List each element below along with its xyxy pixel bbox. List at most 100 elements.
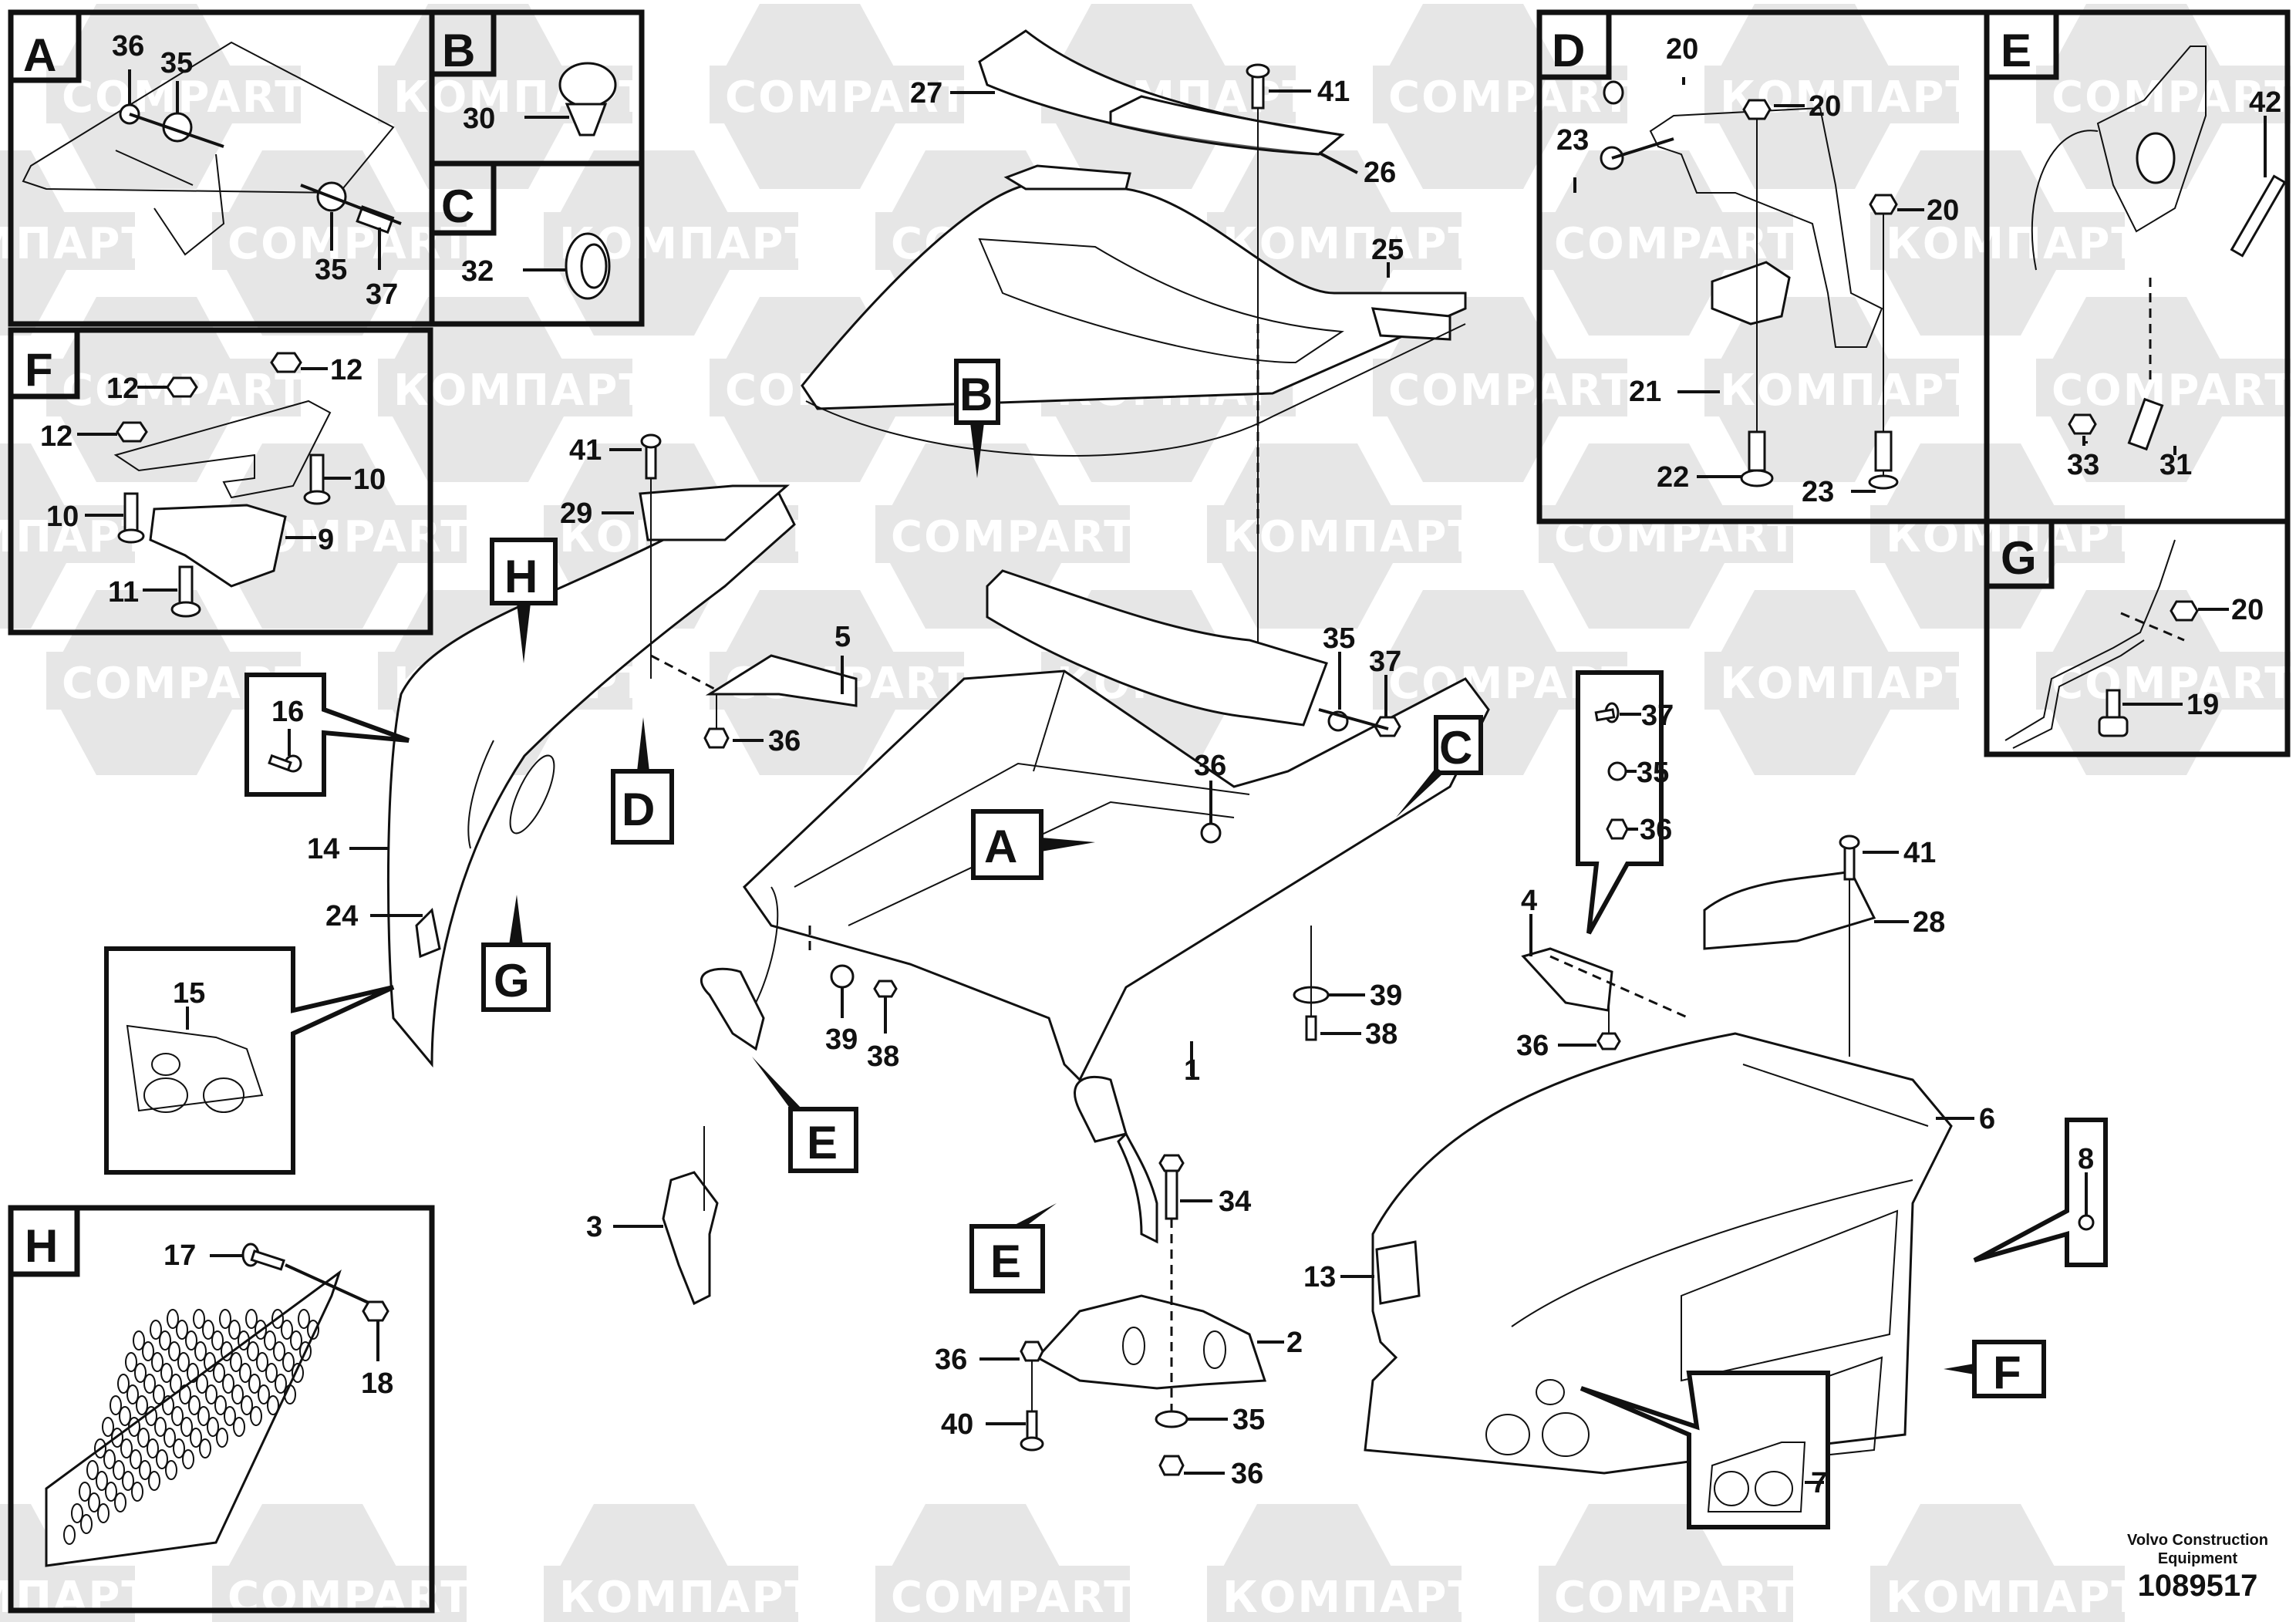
- callout-20: 20: [1809, 90, 1841, 123]
- callout-20: 20: [1927, 194, 1959, 227]
- mesh-cell: [128, 1417, 140, 1437]
- hinge-bushing-icon: [2136, 132, 2176, 184]
- mesh-cell: [255, 1320, 267, 1340]
- mesh-cell: [105, 1482, 117, 1502]
- detail-letter-d: D: [1552, 25, 1585, 76]
- callout-12: 12: [40, 420, 72, 453]
- watermark-band: [378, 359, 632, 416]
- mesh-cell: [122, 1471, 134, 1491]
- mesh-cell: [63, 1525, 76, 1545]
- mesh-cell: [205, 1384, 217, 1404]
- bolt-icon: [645, 442, 657, 480]
- mesh-cell: [197, 1406, 210, 1426]
- bracket-arm: [2004, 539, 2176, 741]
- mesh-cell: [207, 1417, 219, 1437]
- watermark-band: [875, 505, 1130, 563]
- mesh-cell: [111, 1428, 123, 1448]
- mesh-cell: [248, 1374, 261, 1394]
- mesh-cell: [292, 1363, 304, 1383]
- nut-icon: [1869, 194, 1898, 215]
- nut-icon: [703, 727, 730, 749]
- watermark-text: COMPART: [228, 219, 471, 269]
- mesh-cell: [199, 1438, 211, 1458]
- nut-icon: [1200, 822, 1222, 844]
- headlight-housing-icon: [1707, 1442, 1806, 1512]
- bolt-icon: [1165, 1163, 1178, 1220]
- mesh-cell: [190, 1428, 202, 1448]
- bracket-plate: [113, 400, 332, 499]
- washer-icon: [1603, 80, 1624, 105]
- mesh-cell: [159, 1330, 171, 1351]
- mesh-cell: [256, 1352, 268, 1372]
- callout-27: 27: [910, 77, 942, 110]
- mesh-cell: [113, 1460, 125, 1480]
- watermark-band: [1539, 212, 1793, 270]
- callout-22: 22: [1657, 461, 1689, 494]
- watermark-text: КОМПАРТ: [1222, 219, 1479, 269]
- mesh-cell: [307, 1320, 319, 1340]
- mount-bracket-icon: [1711, 261, 1791, 325]
- mesh-cell: [216, 1428, 228, 1448]
- mesh-cell: [213, 1363, 225, 1383]
- callout-16: 16: [271, 696, 304, 728]
- callout-31: 31: [2159, 449, 2192, 481]
- callout-36: 36: [1231, 1458, 1263, 1490]
- mesh-cell: [230, 1352, 242, 1372]
- mesh-cell: [233, 1417, 245, 1437]
- bolt-icon: [123, 492, 139, 534]
- watermark-text: COMPART: [725, 73, 969, 123]
- watermark-text: COMPART: [2052, 659, 2295, 709]
- detail-letter-a: A: [23, 29, 56, 81]
- mesh-cell: [194, 1341, 207, 1361]
- bracket-part-4: [1521, 947, 1613, 1012]
- nut-icon: [270, 352, 302, 373]
- bolt-icon: [309, 454, 325, 495]
- mesh-cell: [145, 1406, 157, 1426]
- mesh-cell: [86, 1460, 99, 1480]
- callout-35: 35: [1323, 622, 1355, 655]
- watermark-text: COMPART: [1554, 219, 1798, 269]
- headlight-housing-icon: [126, 1024, 264, 1112]
- detail-view-d: D 20 20 20 23 21 22 23: [1536, 9, 1990, 524]
- mesh-cell: [88, 1492, 100, 1512]
- watermark-band: [1870, 1566, 2125, 1622]
- mesh-cell: [79, 1482, 91, 1502]
- mesh-cell: [154, 1417, 167, 1437]
- nut-icon: [2170, 600, 2199, 622]
- callout-17: 17: [164, 1239, 196, 1272]
- detail-view-a: A 36 35 35 37: [8, 9, 435, 327]
- callout-20: 20: [2231, 594, 2264, 626]
- mesh-cell: [119, 1406, 131, 1426]
- watermark-text: КОМПАРТ: [1222, 512, 1479, 562]
- mesh-cell: [211, 1330, 224, 1351]
- callout-37: 37: [366, 278, 398, 311]
- callout-19: 19: [2186, 689, 2219, 721]
- mesh-cell: [273, 1341, 285, 1361]
- mesh-cell: [284, 1384, 296, 1404]
- callout-8: 8: [2078, 1143, 2094, 1175]
- nut-icon: [1596, 1032, 1621, 1050]
- watermark-text: COMPART: [1388, 73, 1632, 123]
- callout-13: 13: [1303, 1261, 1336, 1293]
- mesh-cell: [264, 1330, 276, 1351]
- bolt-icon: [1748, 430, 1766, 472]
- detail-view-g: G 20 19: [1984, 518, 2291, 757]
- document-number: 1089517: [2137, 1569, 2258, 1603]
- mesh-cell: [228, 1320, 241, 1340]
- pointer-arrow: [509, 895, 523, 945]
- mesh-cell: [182, 1449, 194, 1469]
- mesh-cell: [103, 1449, 116, 1469]
- footer-brand: Volvo Construction Equipment 1089517: [2127, 1531, 2268, 1603]
- grille-mesh-part-13: [1375, 1240, 1421, 1305]
- anti-slip-mat-part-26: [1109, 95, 1345, 156]
- mesh-cell: [165, 1460, 177, 1480]
- mesh-cell: [133, 1330, 145, 1351]
- mesh-cell: [131, 1482, 143, 1502]
- main-assembly: 41 27 26 25 B 1 A C: [104, 29, 2108, 1529]
- watermark-band: [544, 1566, 798, 1622]
- mesh-cell: [282, 1352, 295, 1372]
- watermark-text: COMPART: [2052, 366, 2295, 416]
- screw-icon: [2078, 1214, 2095, 1231]
- detail-letter-h: H: [25, 1220, 58, 1272]
- callout-10: 10: [46, 501, 79, 533]
